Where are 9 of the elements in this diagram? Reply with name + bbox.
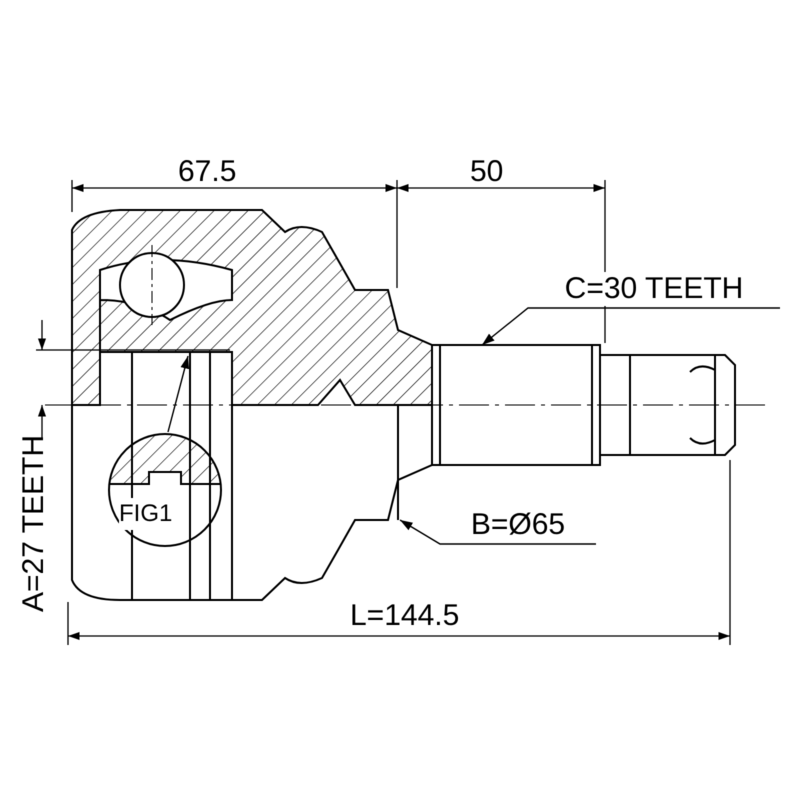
figure-label: FIG1 [119, 498, 172, 530]
dimension-label: 50 [470, 156, 504, 188]
leader-line [400, 519, 596, 545]
leader-line [482, 307, 780, 346]
detail-circle [107, 432, 223, 548]
dimension-label: A=27 TEETH [18, 434, 50, 612]
dimension-label: L=144.5 [350, 600, 460, 632]
dimension-label: 67.5 [178, 156, 236, 188]
leader-line [167, 356, 190, 432]
